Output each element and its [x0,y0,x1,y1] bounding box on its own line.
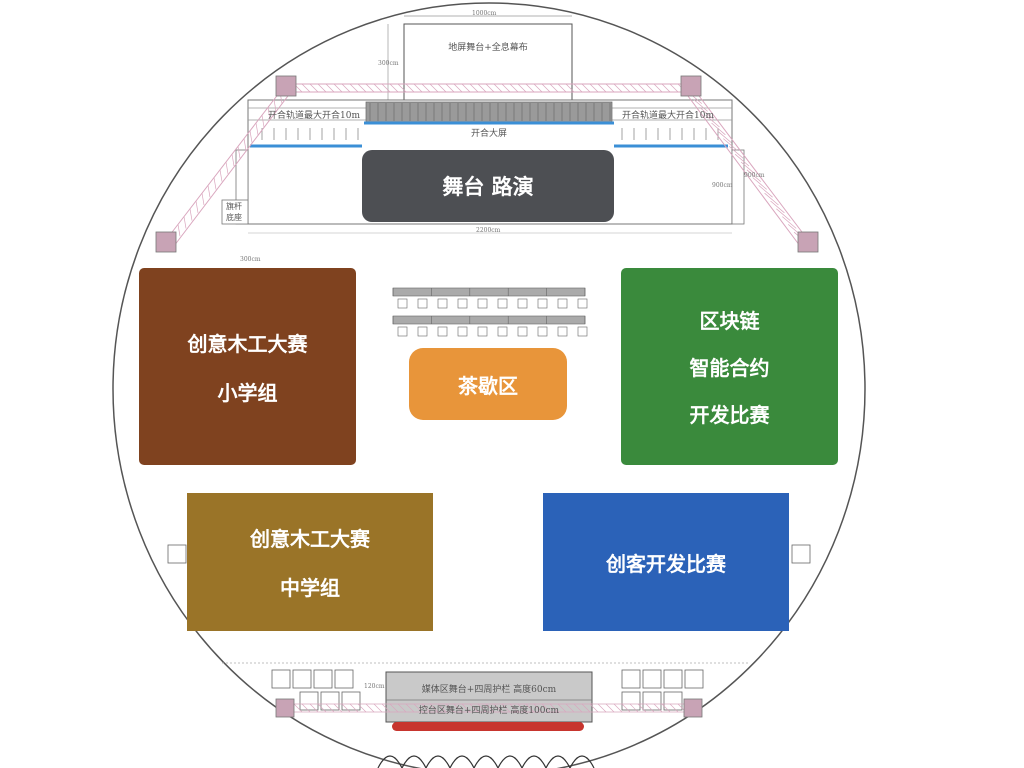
side-height-label: 900cm [744,172,765,179]
stage-roadshow-label: 舞台 路演 [442,175,534,199]
maker-zone: 创客开发比赛 [543,493,789,631]
screen-label: 开合大屏 [470,129,507,139]
flag-base-label-2: 底座 [226,213,242,222]
backdrop-height-label: 300cm [378,60,399,67]
media-line-1: 媒体区舞台+四周护栏 高度60cm [421,685,557,695]
woodwork-middle-zone: 创意木工大赛 中学组 [187,493,433,631]
seating-arcs [377,755,595,768]
blockchain-line-3: 开发比赛 [689,403,770,427]
stage-width-label: 2200cm [476,227,501,234]
media-stage [385,671,593,723]
woodwork-middle-title: 创意木工大赛 [250,527,370,551]
screen-panel [365,101,613,123]
media-red-bar [392,722,584,731]
woodwork-primary-zone: 创意木工大赛 小学组 [139,268,356,465]
backdrop-label: 地屏舞台+全息幕布 [448,43,528,53]
flag-base-label-1: 旗杆 [226,202,242,211]
stage-roadshow: 舞台 路演 [362,150,614,222]
tea-break-label: 茶歇区 [458,373,518,398]
tea-break-zone: 茶歇区 [409,348,567,420]
truss-base-top-left [275,75,297,97]
maker-label: 创客开发比赛 [606,551,726,576]
blockchain-zone: 区块链 智能合约 开发比赛 [621,268,838,465]
truss-structure [165,83,809,247]
stage-depth-label: 900cm [712,182,733,189]
media-line-2: 控台区舞台+四周护栏 高度100cm [418,706,560,716]
blockchain-line-2: 智能合约 [689,356,770,380]
side-box-right [791,544,811,564]
woodwork-primary-group: 小学组 [217,380,278,405]
woodwork-middle-group: 中学组 [280,576,340,600]
left-offset-label: 300cm [240,256,261,263]
woodwork-primary-title: 创意木工大赛 [187,331,308,356]
blockchain-line-1: 区块链 [699,309,760,333]
tea-tables [392,287,588,337]
truss-base-bottom-left [155,231,177,253]
screen-panel-grid [369,103,611,121]
truss-base-bottom-a [275,698,295,718]
side-box-left [167,544,187,564]
rail-right-label: 开合轨道最大开合10m [622,111,714,121]
backdrop-width-label: 1000cm [472,10,497,17]
truss-base-bottom-right [797,231,819,253]
venue-boundary [112,2,866,768]
rail-left-label: 开合轨道最大开合10m [268,111,360,121]
truss-base-bottom-b [683,698,703,718]
truss-base-top-right [680,75,702,97]
bottom-seating-boxes [271,669,704,711]
media-height-label: 120cm [364,683,385,690]
